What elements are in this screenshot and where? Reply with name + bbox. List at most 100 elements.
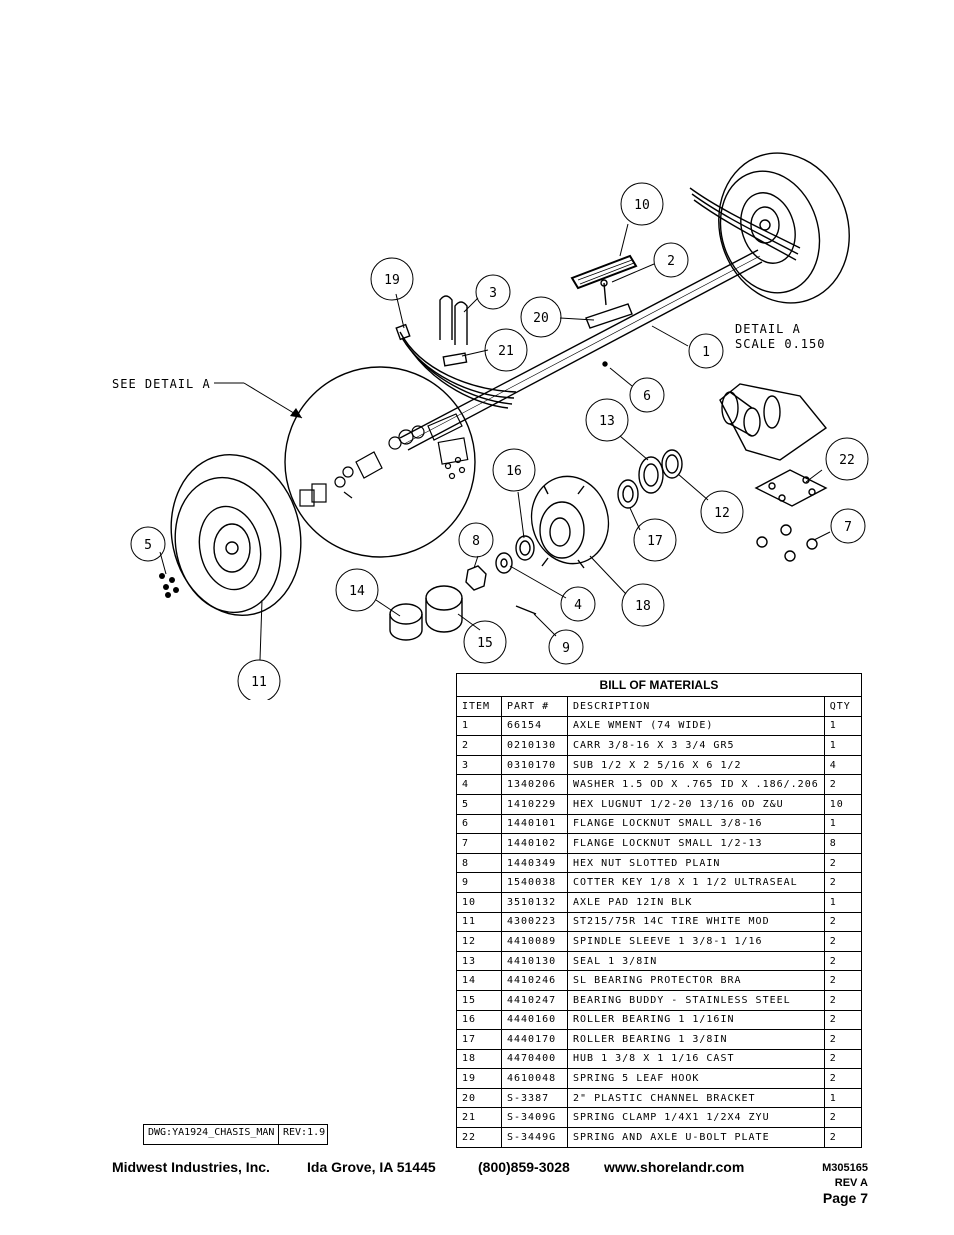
part-cell: 1410229 <box>500 793 569 815</box>
qty-cell: 2 <box>823 1107 863 1129</box>
callout-10: 10 <box>634 198 650 213</box>
header-part-number: PART # <box>500 696 569 717</box>
part-cell: S-3387 <box>500 1087 569 1109</box>
qty-cell: 1 <box>823 735 863 756</box>
qty-cell: 1 <box>823 891 863 913</box>
qty-cell: 10 <box>823 793 863 815</box>
qty-cell: 2 <box>823 872 863 893</box>
u-bolts <box>439 295 468 367</box>
qty-cell: 1 <box>823 813 863 835</box>
qty-cell: 1 <box>823 1087 863 1109</box>
detail-title: DETAIL A <box>735 322 801 336</box>
qty-cell: 2 <box>823 1127 863 1148</box>
part-cell: S-3449G <box>500 1127 569 1148</box>
footer-page-number: Page 7 <box>822 1190 868 1206</box>
bom-title: BILL OF MATERIALS <box>456 673 862 697</box>
description-cell: HEX NUT SLOTTED PLAIN <box>567 852 825 874</box>
item-cell: 17 <box>456 1029 502 1050</box>
description-cell: ST215/75R 14C TIRE WHITE MOD <box>567 911 825 933</box>
callout-22: 22 <box>839 453 855 468</box>
part-cell: 66154 <box>500 715 569 737</box>
description-cell: SPRING CLAMP 1/4X1 1/2X4 ZYU <box>567 1107 825 1129</box>
part-cell: 1540038 <box>500 872 569 893</box>
footer-doc-number: M305165 <box>822 1162 868 1174</box>
item-cell: 16 <box>456 1009 502 1031</box>
part-cell: 1440101 <box>500 813 569 835</box>
item-cell: 6 <box>456 813 502 835</box>
description-cell: SL BEARING PROTECTOR BRA <box>567 970 825 991</box>
callout-21: 21 <box>498 344 514 359</box>
callout-13: 13 <box>599 414 615 429</box>
item-cell: 20 <box>456 1087 502 1109</box>
callout-7: 7 <box>844 520 852 535</box>
qty-cell: 2 <box>823 1009 863 1031</box>
description-cell: HUB 1 3/8 X 1 1/16 CAST <box>567 1048 825 1070</box>
axle-tube <box>399 249 763 451</box>
hub <box>530 475 610 569</box>
qty-cell: 4 <box>823 754 863 776</box>
part-cell: 4410247 <box>500 989 569 1011</box>
qty-cell: 2 <box>823 1068 863 1089</box>
callout-19: 19 <box>384 273 400 288</box>
part-cell: 4440160 <box>500 1009 569 1031</box>
qty-cell: 2 <box>823 774 863 795</box>
qty-cell: 2 <box>823 911 863 933</box>
callout-17: 17 <box>647 534 663 549</box>
item-cell: 2 <box>456 735 502 756</box>
callout-5: 5 <box>144 538 152 553</box>
description-cell: BEARING BUDDY - STAINLESS STEEL <box>567 989 825 1011</box>
callout-14: 14 <box>349 584 365 599</box>
description-cell: SEAL 1 3/8IN <box>567 950 825 972</box>
see-detail-label: SEE DETAIL A <box>112 377 211 391</box>
part-cell: S-3409G <box>500 1107 569 1129</box>
item-cell: 8 <box>456 852 502 874</box>
callout-15: 15 <box>477 636 493 651</box>
item-cell: 9 <box>456 872 502 893</box>
callout-6: 6 <box>643 389 651 404</box>
callout-16: 16 <box>506 464 522 479</box>
part-cell: 0310170 <box>500 754 569 776</box>
part-cell: 4410130 <box>500 950 569 972</box>
footer-website[interactable]: www.shorelandr.com <box>604 1159 745 1175</box>
part-cell: 4300223 <box>500 911 569 933</box>
spindle-assembly <box>719 383 828 461</box>
description-cell: ROLLER BEARING 1 3/8IN <box>567 1029 825 1050</box>
item-cell: 7 <box>456 833 502 854</box>
description-cell: SUB 1/2 X 2 5/16 X 6 1/2 <box>567 754 825 776</box>
left-leaf-spring <box>395 323 517 409</box>
right-wheel-assembly <box>718 152 850 304</box>
callout-2: 2 <box>667 254 675 269</box>
item-cell: 4 <box>456 774 502 795</box>
description-cell: FLANGE LOCKNUT SMALL 3/8-16 <box>567 813 825 835</box>
axle-pad <box>570 254 638 290</box>
description-cell: SPINDLE SLEEVE 1 3/8-1 1/16 <box>567 931 825 952</box>
qty-cell: 2 <box>823 970 863 991</box>
qty-cell: 2 <box>823 1048 863 1070</box>
part-cell: 1440349 <box>500 852 569 874</box>
description-cell: COTTER KEY 1/8 X 1 1/2 ULTRASEAL <box>567 872 825 893</box>
detail-circle <box>284 366 476 558</box>
description-cell: AXLE PAD 12IN BLK <box>567 891 825 913</box>
callout-9: 9 <box>562 641 570 656</box>
callout-balloons <box>130 182 869 700</box>
qty-cell: 2 <box>823 989 863 1011</box>
description-cell: WASHER 1.5 OD X .765 ID X .186/.206 <box>567 774 825 795</box>
callout-1: 1 <box>702 345 710 360</box>
footer-company: Midwest Industries, Inc. <box>112 1159 270 1175</box>
footer-phone: (800)859-3028 <box>478 1159 570 1175</box>
qty-cell: 8 <box>823 833 863 854</box>
header-description: DESCRIPTION <box>567 696 825 717</box>
footer-revision: REV A <box>834 1177 868 1189</box>
callout-11: 11 <box>251 675 267 690</box>
